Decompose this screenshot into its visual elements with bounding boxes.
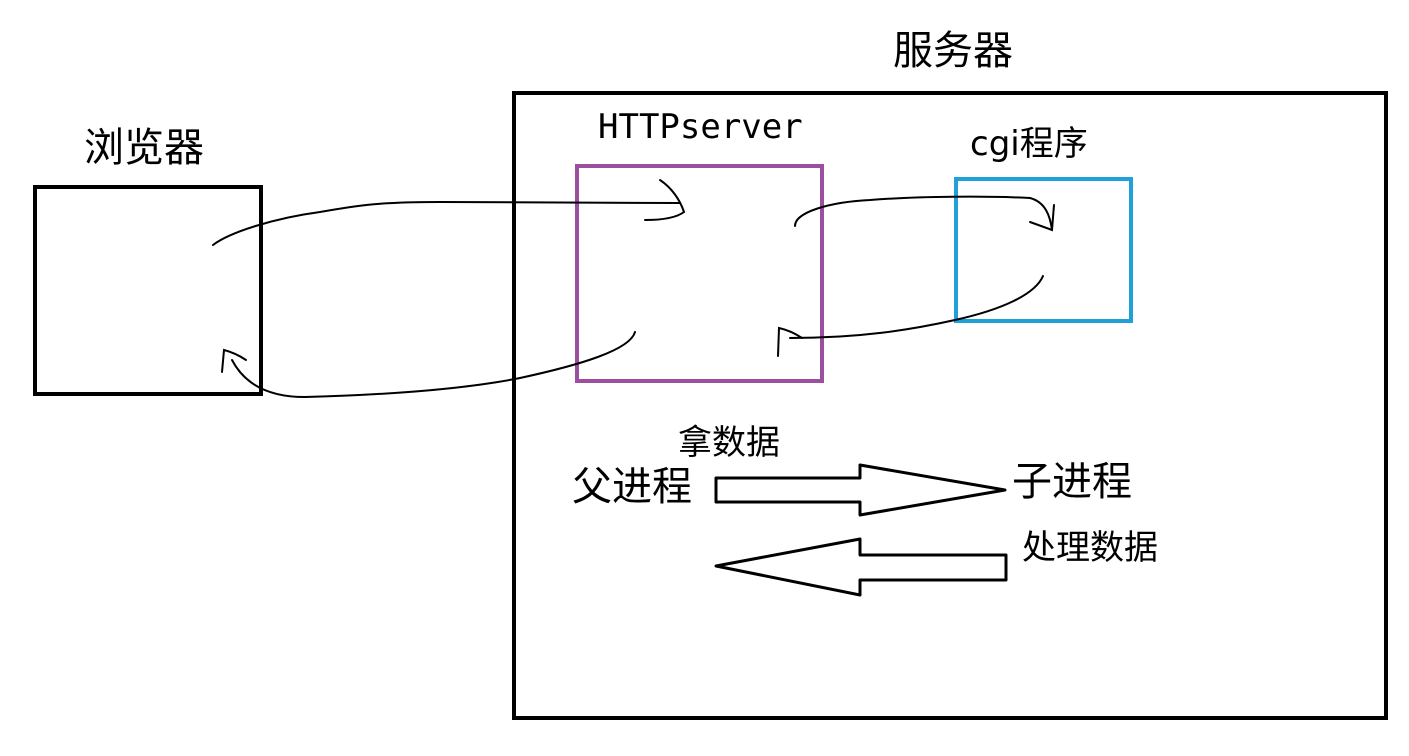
browser-label: 浏览器 [84,125,204,171]
cgi-program-label: cgi程序 [970,124,1088,164]
cgi-to-httpserver-curve [789,275,1044,339]
browser-to-httpserver-arrowhead [644,179,686,221]
parent-process-label: 父进程 [572,464,692,510]
get-data-label: 拿数据 [678,423,780,463]
httpserver-to-browser-curve [231,331,636,399]
child-process-label: 子进程 [1012,459,1132,505]
parent-to-child-block-arrow [714,463,1007,517]
server-box [512,91,1388,720]
httpserver-to-cgi-curve [794,195,1053,231]
http-server-box [575,164,824,383]
httpserver-to-browser-arrowhead [221,348,247,373]
cgi-program-box [954,177,1133,323]
cgi-to-httpserver-arrowhead [777,326,803,357]
child-to-parent-block-arrow [714,537,1008,597]
httpserver-to-cgi-arrowhead [1029,204,1055,232]
process-data-label: 处理数据 [1022,528,1158,568]
browser-box [33,185,263,396]
http-server-label: HTTPserver [598,107,803,147]
browser-to-httpserver-curve [212,200,681,246]
server-label: 服务器 [893,28,1013,74]
